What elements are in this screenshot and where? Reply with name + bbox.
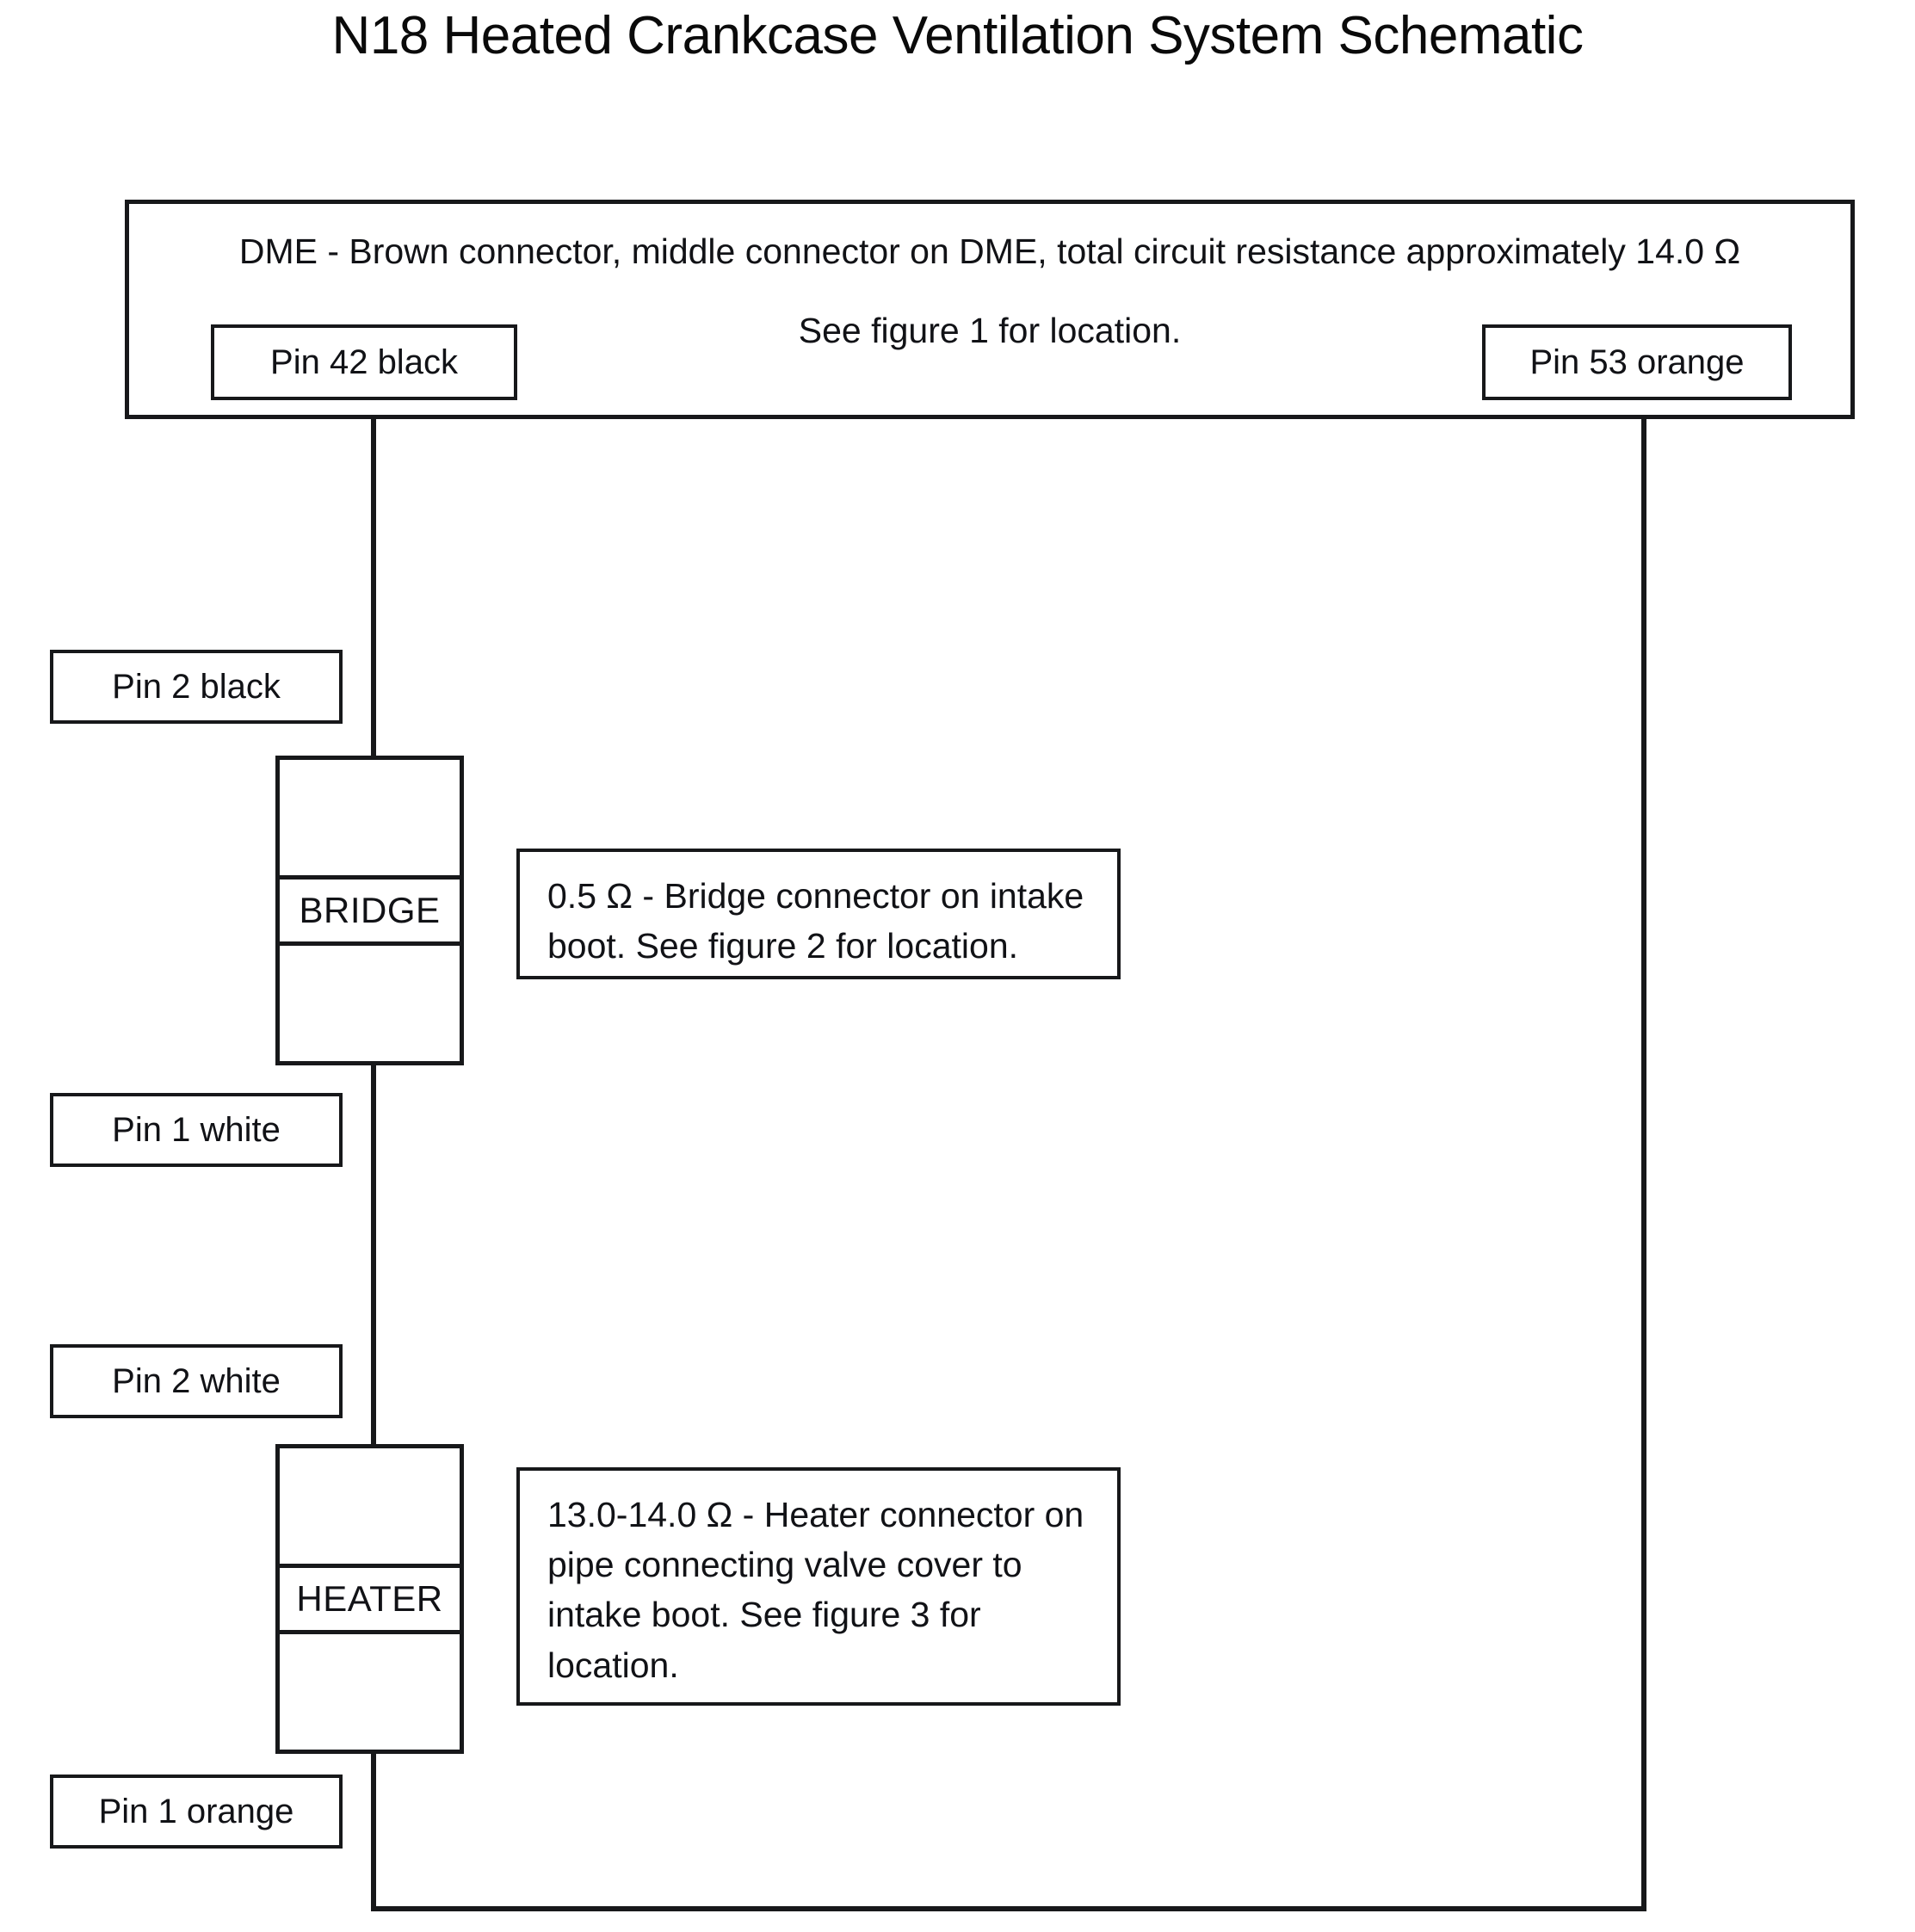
dme-pin-42-black-box: Pin 42 black [211, 324, 517, 400]
heater-description-box: 13.0-14.0 Ω - Heater connector on pipe c… [516, 1467, 1121, 1706]
wire-heater-to-return [371, 1750, 376, 1911]
dme-description-line-1: DME - Brown connector, middle connector … [238, 231, 1741, 271]
pin-label-box-pin-1-orange: Pin 1 orange [50, 1775, 343, 1849]
pin-label-box-pin-1-white: Pin 1 white [50, 1093, 343, 1167]
pin-label-pin-2-white: Pin 2 white [112, 1362, 281, 1400]
component-bridge: BRIDGE [275, 756, 464, 1065]
dme-pin-42-black-label: Pin 42 black [270, 343, 458, 381]
pin-label-pin-1-orange: Pin 1 orange [98, 1793, 294, 1830]
dme-description-line-2: See figure 1 for location. [798, 311, 1182, 350]
wire-dme-to-bridge [371, 417, 376, 758]
heater-upper-chamber [280, 1448, 460, 1564]
bridge-upper-chamber [280, 760, 460, 875]
wire-bridge-to-heater [371, 1062, 376, 1447]
heater-lower-chamber [280, 1634, 460, 1750]
wire-return-horizontal [371, 1906, 1646, 1911]
page-title: N18 Heated Crankcase Ventilation System … [331, 6, 1584, 65]
bridge-description-text: 0.5 Ω - Bridge connector on intake boot.… [547, 876, 1084, 966]
dme-pin-53-orange-box: Pin 53 orange [1482, 324, 1792, 400]
component-heater: HEATER [275, 1444, 464, 1754]
heater-label-band: HEATER [280, 1564, 460, 1634]
pin-label-box-pin-2-black: Pin 2 black [50, 650, 343, 724]
component-label-heater: HEATER [296, 1578, 443, 1619]
pin-label-pin-1-white: Pin 1 white [112, 1111, 281, 1149]
heater-description-text: 13.0-14.0 Ω - Heater connector on pipe c… [547, 1495, 1084, 1685]
bridge-label-band: BRIDGE [280, 875, 460, 946]
dme-pin-53-orange-label: Pin 53 orange [1529, 343, 1745, 381]
wire-dme-pin53-return [1641, 417, 1646, 1911]
component-label-bridge: BRIDGE [299, 890, 441, 930]
bridge-lower-chamber [280, 946, 460, 1061]
bridge-description-box: 0.5 Ω - Bridge connector on intake boot.… [516, 849, 1121, 979]
pin-label-box-pin-2-white: Pin 2 white [50, 1344, 343, 1418]
pin-label-pin-2-black: Pin 2 black [112, 668, 281, 706]
